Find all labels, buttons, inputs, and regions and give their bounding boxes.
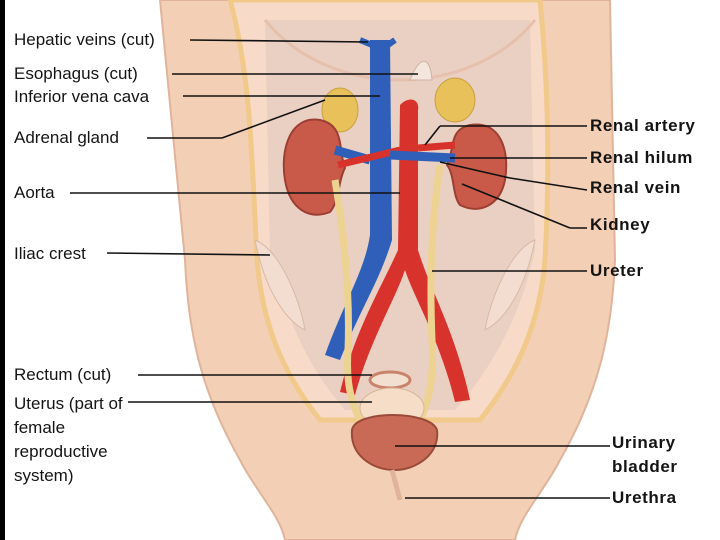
urethra-shape	[389, 469, 403, 501]
label-kidney: Kidney	[590, 215, 651, 234]
label-adrenal-gland: Adrenal gland	[14, 128, 119, 147]
leader-kidney-2	[461, 183, 571, 229]
iliac-crest-left-shape	[254, 239, 306, 331]
label-urinary-bladder: Urinary bladder	[612, 433, 678, 476]
adrenal-gland-right	[434, 77, 476, 123]
left-border	[0, 0, 5, 540]
inferior-vena-cava-vessel	[325, 40, 392, 360]
kidney-right	[445, 123, 508, 210]
leader-lines-left	[70, 39, 418, 403]
leader-adrenal-gland-2	[221, 99, 326, 139]
urinary-bladder-shape	[350, 414, 439, 472]
leader-iliac-crest	[106, 252, 271, 256]
leader-renal-vein-2	[439, 161, 511, 179]
rectum-shape	[368, 370, 412, 390]
label-esophagus: Esophagus (cut)	[14, 64, 138, 83]
label-ureter: Ureter	[590, 261, 644, 280]
label-hepatic-veins: Hepatic veins (cut)	[14, 30, 155, 49]
label-rectum: Rectum (cut)	[14, 365, 112, 384]
label-renal-vein: Renal vein	[590, 178, 682, 197]
esophagus-vessel	[409, 60, 433, 81]
label-aorta: Aorta	[14, 183, 55, 202]
aorta-vessel	[340, 99, 470, 403]
leader-renal-artery-2	[424, 125, 441, 146]
renal-artery-right-vessel	[417, 141, 456, 152]
ureter-left	[331, 179, 364, 422]
label-urethra: Urethra	[612, 488, 677, 507]
renal-artery-left-vessel	[337, 146, 401, 169]
leader-hepatic-veins	[189, 39, 369, 43]
label-renal-hilum: Renal hilum	[590, 148, 693, 167]
label-iliac-crest: Iliac crest	[14, 244, 86, 263]
ureter-right	[416, 164, 444, 422]
adrenal-gland-left	[321, 87, 359, 133]
label-uterus: Uterus (part of female reproductive syst…	[14, 394, 123, 485]
label-renal-artery: Renal artery	[590, 116, 696, 135]
renal-vein-right-vessel	[389, 150, 456, 163]
diaphragm	[263, 19, 537, 82]
leader-renal-vein	[509, 177, 588, 191]
leader-lines-right	[395, 125, 610, 499]
label-inferior-vena-cava: Inferior vena cava	[14, 87, 150, 106]
iliac-crest-right-shape	[484, 239, 536, 331]
